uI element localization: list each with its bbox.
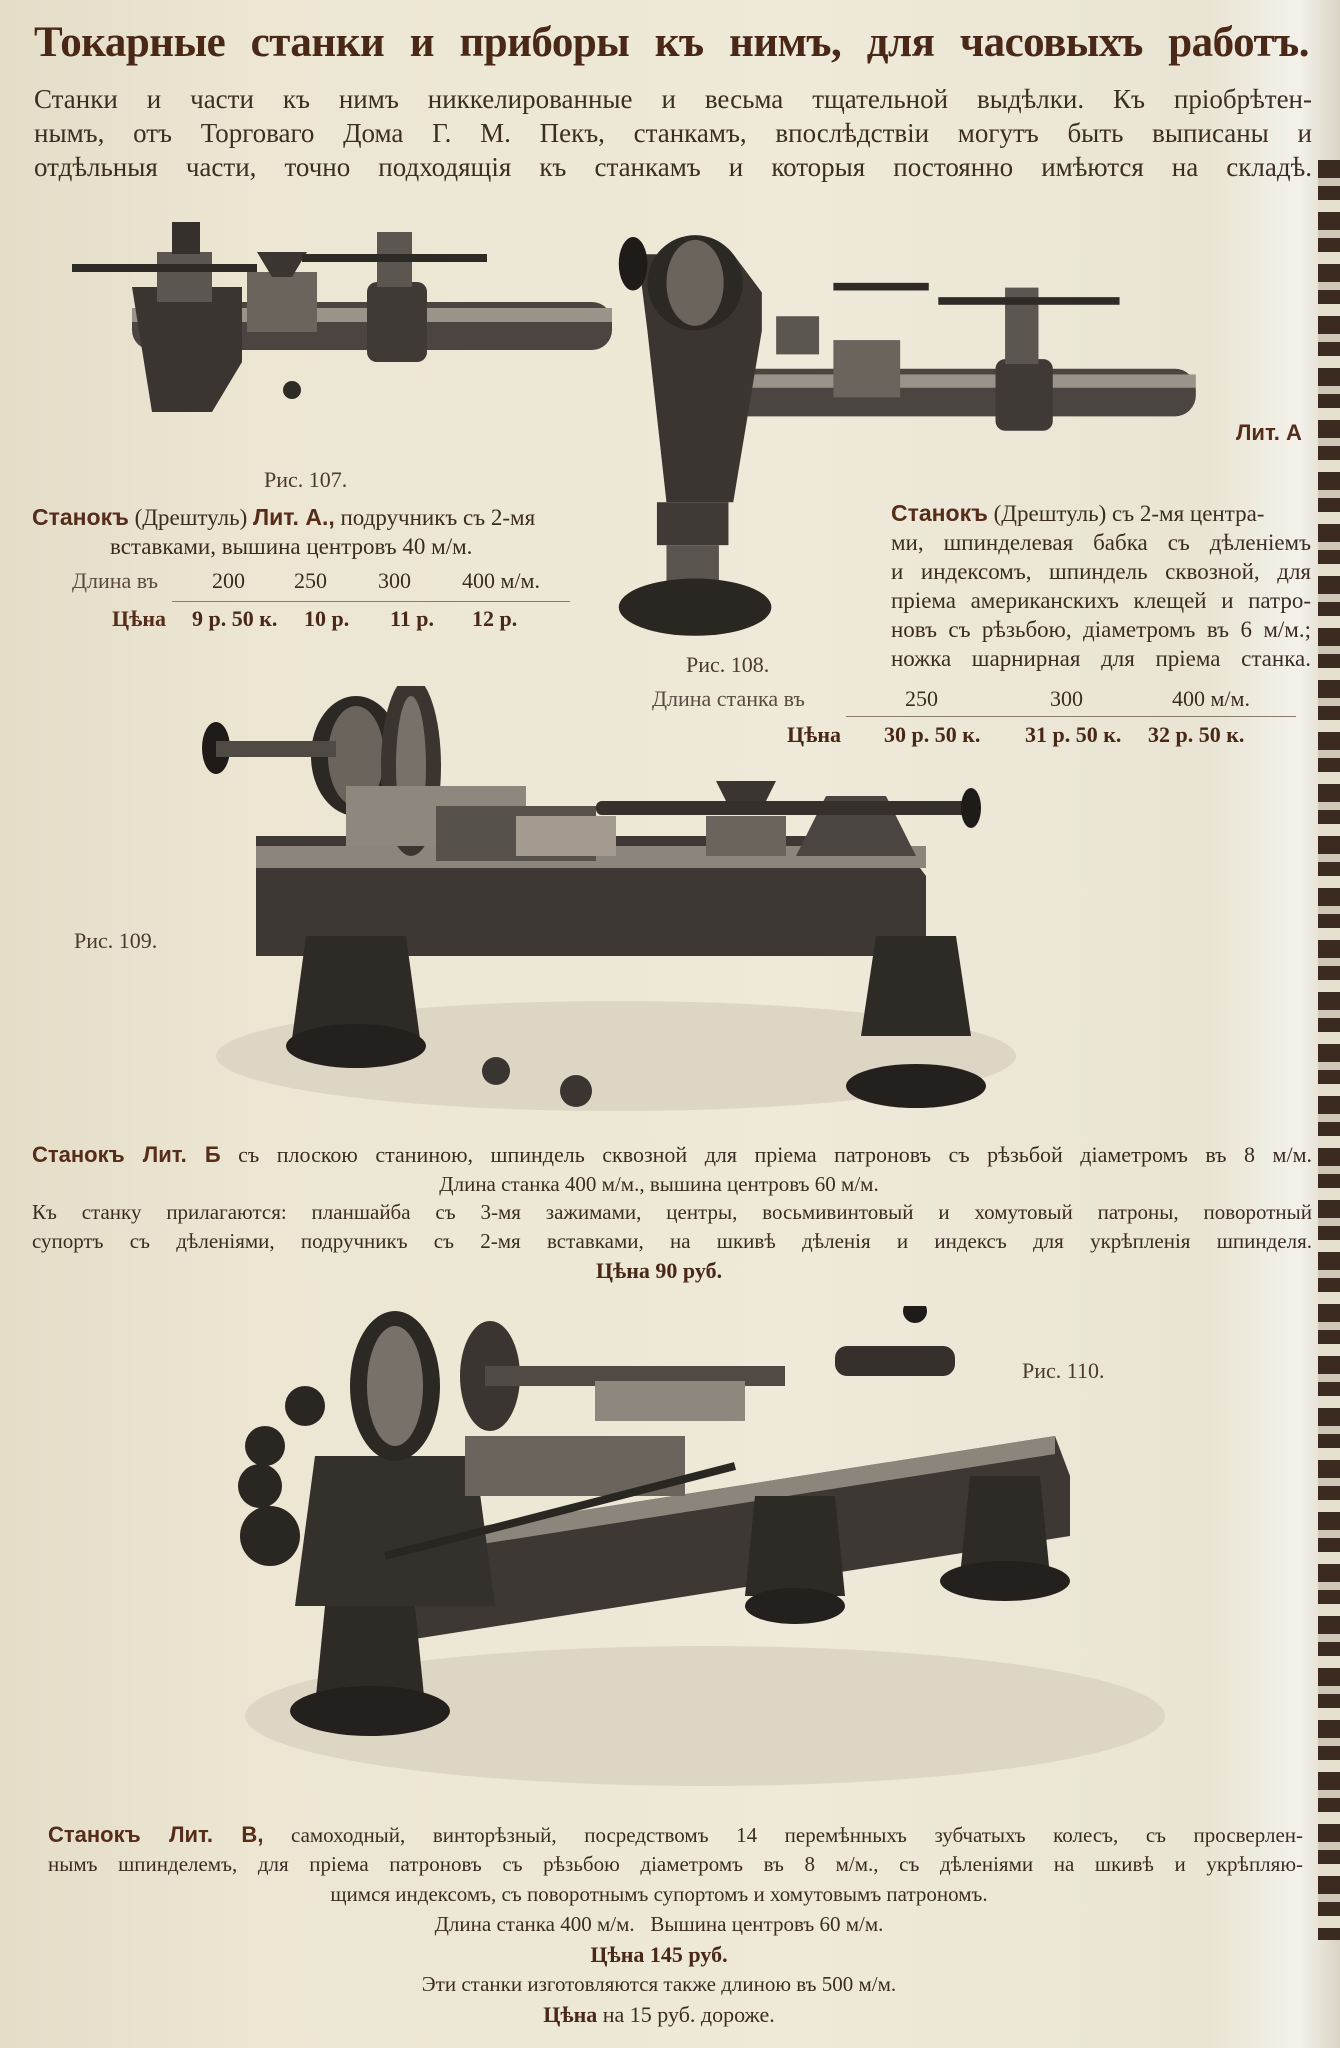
price-value: 12 р. — [472, 606, 518, 631]
price-label: Цѣна — [595, 1258, 650, 1283]
price-value: 32 р. 50 к. — [1148, 722, 1245, 747]
product-name: Станокъ — [891, 500, 988, 526]
product-desc-line: ми, шпинделевая бабка съ дѣленіемъ — [891, 530, 1311, 555]
product-desc-line-2: нымъ шпинделемъ, для пріема патроновъ съ… — [48, 1852, 1303, 1876]
price-value: 90 руб. — [655, 1258, 723, 1283]
product-model: Лит. А., — [253, 504, 335, 530]
length-value: 400 м/м. — [462, 568, 540, 593]
price-value: 30 р. 50 к. — [884, 722, 981, 747]
intro-line-2: нымъ, отъ Торговаго Дома Г. М. Пекъ, ста… — [34, 118, 1312, 148]
length-label: Длина станка въ — [652, 686, 805, 711]
price-surcharge: на 15 руб. дороже. — [602, 2002, 775, 2027]
price-value: 9 р. 50 к. — [192, 606, 278, 631]
product-name: Станокъ — [32, 504, 129, 530]
table-divider — [846, 716, 1296, 717]
model-side-label: Лит. А — [1236, 420, 1302, 445]
length-option-line: Эти станки изготовляются также длиною въ… — [421, 1972, 897, 1996]
lathe-illustration-107 — [72, 222, 612, 412]
table-divider — [172, 601, 570, 602]
length-value: 400 м/м. — [1172, 686, 1250, 711]
length-value: 300 — [1050, 686, 1083, 711]
product-spec-line: Длина станка 400 м/м., вышина центровъ 6… — [439, 1172, 879, 1196]
figure-caption-108: Рис. 108. — [686, 652, 770, 677]
length-value: 250 — [905, 686, 938, 711]
product-desc: (Дрештуль) съ 2-мя центра- — [987, 501, 1265, 526]
product-desc-line-2: вставками, вышина центровъ 40 м/м. — [110, 534, 473, 559]
figure-caption-107: Рис. 107. — [264, 467, 348, 492]
product-desc-line: ножка шарнирная для пріема станка. — [891, 646, 1311, 671]
length-value: 200 — [212, 568, 245, 593]
price-label: Цѣна — [543, 2002, 598, 2027]
length-value: 250 — [294, 568, 327, 593]
product-desc-line-3: щимся индексомъ, съ поворотнымъ супортом… — [330, 1882, 988, 1906]
product-desc-line: новъ съ рѣзьбою, діаметромъ въ 6 м/м.; — [891, 617, 1311, 642]
product-spec-line: Длина станка 400 м/м. Вышина центровъ 60… — [434, 1912, 884, 1936]
price-label: Цѣна — [112, 606, 166, 631]
figure-caption-109: Рис. 109. — [74, 928, 158, 953]
product-name: Станокъ Лит. Б — [32, 1142, 221, 1167]
product-name: Станокъ Лит. В, — [48, 1822, 264, 1847]
product-desc: съ плоскою станиною, шпиндель сквозной д… — [220, 1142, 1313, 1167]
price-label: Цѣна — [590, 1942, 645, 1967]
lathe-illustration-110 — [238, 1306, 1165, 1786]
page-title: Токарные станки и приборы къ нимъ, для ч… — [34, 19, 1310, 66]
product-desc-line: и индексомъ, шпиндель сквозной, для — [891, 559, 1311, 584]
length-value: 300 — [378, 568, 411, 593]
intro-line-1: Станки и части къ нимъ никкелированные и… — [34, 84, 1312, 114]
price-label: Цѣна — [787, 722, 841, 747]
product-desc: (Дрештуль) — [128, 505, 254, 530]
price-value: 145 руб. — [649, 1942, 728, 1967]
product-accessories-line-1: Къ станку прилагаются: планшайба съ 3-мя… — [32, 1200, 1312, 1224]
product-accessories-line-2: супортъ съ дѣленіями, подручникъ съ 2-мя… — [32, 1229, 1312, 1253]
product-desc-line: пріема американскихъ клещей и патро- — [891, 588, 1311, 613]
product-desc: подручникъ съ 2-мя — [334, 505, 536, 530]
lathe-illustration-109 — [202, 686, 1016, 1111]
figure-caption-110: Рис. 110. — [1022, 1358, 1105, 1383]
intro-line-3: отдѣльныя части, точно подходящія къ ста… — [34, 152, 1312, 182]
product-desc: самоходный, винторѣзный, посредствомъ 14… — [263, 1823, 1304, 1847]
price-value: 11 р. — [390, 606, 435, 631]
lathe-illustration-108 — [618, 235, 1196, 636]
price-value: 31 р. 50 к. — [1025, 722, 1122, 747]
price-value: 10 р. — [304, 606, 350, 631]
book-spine-edge — [1318, 160, 1340, 1940]
length-label: Длина въ — [72, 568, 159, 593]
